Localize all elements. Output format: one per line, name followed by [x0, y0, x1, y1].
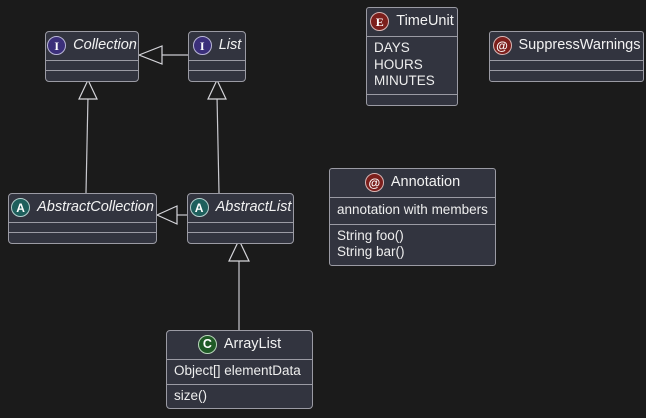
uml-node-arraylist[interactable]: C ArrayList Object[] elementData size() — [166, 330, 313, 409]
uml-node-abstractlist[interactable]: A AbstractList — [187, 193, 294, 244]
attributes-compartment — [188, 223, 293, 233]
attributes-compartment — [9, 223, 156, 233]
annotation-member: String bar() — [337, 244, 405, 259]
operations-compartment — [367, 95, 457, 105]
annotation-member: String foo() — [337, 227, 404, 243]
node-title-abstractcollection: A AbstractCollection — [9, 194, 156, 223]
uml-node-collection[interactable]: I Collection — [45, 31, 139, 82]
node-name-label: SuppressWarnings — [518, 37, 641, 53]
annotation-icon: @ — [492, 36, 512, 55]
node-title-timeunit: E TimeUnit — [367, 8, 457, 37]
operations-compartment — [9, 233, 156, 243]
class-operation: size() — [174, 387, 207, 403]
node-title-suppresswarnings: @ SuppressWarnings — [490, 32, 643, 61]
description-compartment: annotation with members — [330, 198, 495, 225]
operations-compartment — [490, 71, 643, 81]
enum-constant: DAYS — [374, 40, 410, 55]
class-icon: C — [197, 335, 217, 354]
abstract-class-icon: A — [11, 198, 31, 217]
attributes-compartment — [46, 61, 138, 71]
node-name-label: Collection — [73, 37, 137, 53]
interface-icon: I — [47, 36, 67, 55]
operations-compartment — [188, 233, 293, 243]
node-name-label: AbstractList — [215, 199, 292, 215]
enum-constant: MINUTES — [374, 73, 435, 88]
node-title-list: I List — [189, 32, 245, 61]
operations-compartment — [46, 71, 138, 81]
node-title-collection: I Collection — [46, 32, 138, 61]
edge-abstractcollection-to-collection — [85, 95, 89, 194]
node-name-label: TimeUnit — [396, 13, 454, 29]
edge-abstractlist-to-list — [216, 95, 220, 194]
node-name-label: ArrayList — [223, 336, 282, 352]
arrowhead-list-to-collection — [137, 45, 163, 65]
node-title-abstractlist: A AbstractList — [188, 194, 293, 223]
annotation-icon: @ — [364, 173, 384, 192]
node-description: annotation with members — [337, 202, 488, 217]
enum-constants-compartment: DAYS HOURS MINUTES — [367, 37, 457, 95]
operations-compartment — [189, 71, 245, 81]
enum-constant: HOURS — [374, 56, 423, 72]
node-name-label: List — [218, 37, 242, 53]
interface-icon: I — [192, 36, 212, 55]
node-name-label: AbstractCollection — [37, 199, 154, 215]
abstract-class-icon: A — [189, 198, 209, 217]
uml-node-annotation[interactable]: @ Annotation annotation with members Str… — [329, 168, 496, 266]
node-name-label: Annotation — [390, 174, 461, 190]
arrowhead-abstractlist-to-abstractcollection — [155, 205, 178, 225]
enum-icon: E — [370, 12, 390, 31]
uml-node-abstractcollection[interactable]: A AbstractCollection — [8, 193, 157, 244]
uml-node-suppresswarnings[interactable]: @ SuppressWarnings — [489, 31, 644, 82]
class-attribute: Object[] elementData — [174, 363, 301, 378]
attributes-compartment — [490, 61, 643, 71]
node-title-annotation: @ Annotation — [330, 169, 495, 198]
members-compartment: String foo() String bar() — [330, 225, 495, 265]
arrowhead-abstractlist-to-list — [207, 78, 227, 100]
operations-compartment: size() — [167, 385, 312, 409]
arrowhead-abstractcollection-to-collection — [78, 78, 98, 100]
node-title-arraylist: C ArrayList — [167, 331, 312, 360]
uml-node-list[interactable]: I List — [188, 31, 246, 82]
uml-node-timeunit[interactable]: E TimeUnit DAYS HOURS MINUTES — [366, 7, 458, 106]
attributes-compartment: Object[] elementData — [167, 360, 312, 385]
attributes-compartment — [189, 61, 245, 71]
